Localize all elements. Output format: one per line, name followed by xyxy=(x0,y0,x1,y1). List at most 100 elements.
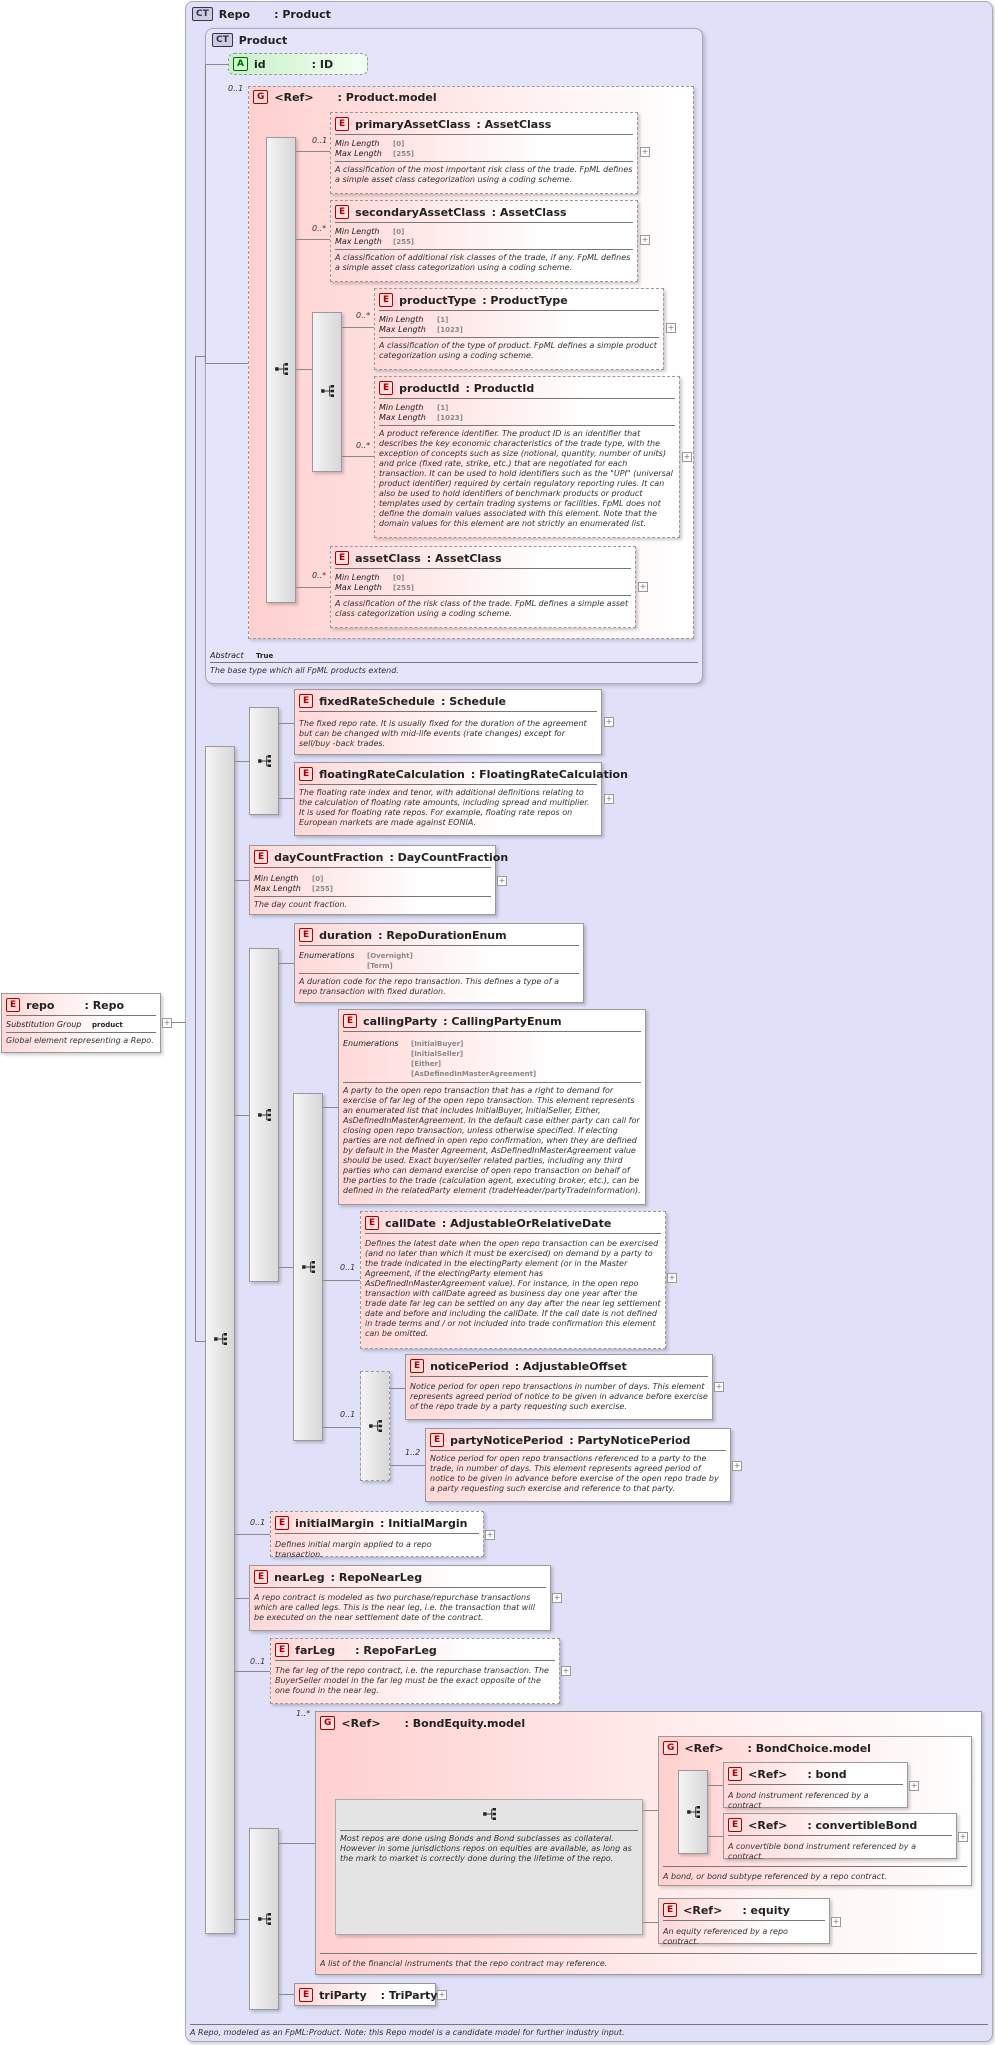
element-type: : AdjustableOffset xyxy=(514,1359,627,1373)
element-type: : AssetClass xyxy=(476,117,552,131)
abstract-label: Abstract xyxy=(210,651,244,660)
element-doc: An equity referenced by a repo contract. xyxy=(663,1927,788,1946)
bond-choice-model-group[interactable]: G <Ref> : BondChoice.model A bond, or bo… xyxy=(658,1736,972,1886)
element-type: : Repo xyxy=(84,998,125,1012)
facet-label: Min Length xyxy=(379,403,424,412)
attribute-badge: A xyxy=(233,57,248,71)
facet-value: [1] xyxy=(437,404,449,412)
calling-sequence-compositor xyxy=(293,1093,323,1441)
expand-button[interactable]: + xyxy=(667,1273,677,1283)
occurrence-label: 0..* xyxy=(356,441,371,450)
expand-button[interactable]: + xyxy=(561,1666,571,1676)
element-badge: E xyxy=(6,998,21,1012)
element-doc: A convertible bond instrument referenced… xyxy=(728,1842,916,1861)
occurrence-label: 0..* xyxy=(312,224,327,233)
type-name: Product xyxy=(238,33,288,47)
expand-button[interactable]: + xyxy=(604,717,614,727)
sequence-icon xyxy=(275,363,288,375)
facet-label: Min Length xyxy=(335,227,380,236)
element-type: : RepoNearLeg xyxy=(330,1570,423,1584)
element-doc: A classification of the most important r… xyxy=(335,165,633,184)
expand-button[interactable]: + xyxy=(604,794,614,804)
facet-value: [0] xyxy=(393,228,405,236)
expand-button[interactable]: + xyxy=(666,323,676,333)
expand-button[interactable]: + xyxy=(831,1917,841,1927)
expand-button[interactable]: + xyxy=(552,1593,562,1603)
element-type: : FloatingRateCalculation xyxy=(470,767,628,781)
element-badge: E xyxy=(379,381,394,395)
expand-button[interactable]: + xyxy=(714,1382,724,1392)
facet-label: Substitution Group xyxy=(6,1020,82,1029)
element-doc: A repo contract is modeled as two purcha… xyxy=(254,1593,535,1622)
facet-label: Max Length xyxy=(254,884,301,893)
occurrence-label: 0..1 xyxy=(228,84,244,93)
sequence-icon xyxy=(369,1420,382,1432)
element-doc: Notice period for open repo transactions… xyxy=(410,1382,708,1411)
element-name: fixedRateSchedule xyxy=(319,694,436,708)
facet-label: Min Length xyxy=(335,573,380,582)
group-name: : Product.model xyxy=(337,90,437,104)
expand-button[interactable]: + xyxy=(437,1990,447,2000)
group-name: : BondEquity.model xyxy=(404,1716,526,1730)
expand-button[interactable]: + xyxy=(640,235,650,245)
choice-compositor xyxy=(312,312,342,472)
enum-value: [InitialSeller] xyxy=(411,1050,464,1058)
equity-element[interactable]: E<Ref>: equity An equity referenced by a… xyxy=(658,1898,830,1946)
expand-button[interactable]: + xyxy=(162,1018,172,1028)
element-ref: <Ref> xyxy=(748,1767,788,1781)
collateral-choice-compositor xyxy=(249,1828,279,2010)
element-badge: E xyxy=(430,1433,445,1447)
expand-button[interactable]: + xyxy=(638,582,648,592)
facet-label: Min Length xyxy=(379,315,424,324)
expand-button[interactable]: + xyxy=(682,452,692,462)
group-ref: <Ref> xyxy=(684,1741,724,1755)
expand-button[interactable]: + xyxy=(485,1530,495,1540)
expand-button[interactable]: + xyxy=(958,1832,968,1842)
id-attribute[interactable]: A id : ID xyxy=(228,53,368,75)
occurrence-label: 0..1 xyxy=(250,1518,266,1527)
facet-label: Min Length xyxy=(335,139,380,148)
expand-button[interactable]: + xyxy=(640,147,650,157)
element-name: triParty xyxy=(319,1988,367,2002)
abstract-value: True xyxy=(256,652,274,660)
group-ref: <Ref> xyxy=(274,90,314,104)
element-badge: E xyxy=(299,928,314,942)
bond-element[interactable]: E<Ref>: bond A bond instrument reference… xyxy=(723,1762,908,1810)
sequence-icon xyxy=(214,1333,227,1345)
group-name: : BondChoice.model xyxy=(747,1741,871,1755)
facet-value: [0] xyxy=(393,140,405,148)
element-badge: E xyxy=(335,551,350,565)
complex-type-badge: CT xyxy=(192,7,213,21)
expand-button[interactable]: + xyxy=(732,1461,742,1471)
element-name: repo xyxy=(26,998,55,1012)
convertible-bond-element[interactable]: E<Ref>: convertibleBond A convertible bo… xyxy=(723,1813,957,1861)
element-type: : CallingPartyEnum xyxy=(443,1014,562,1028)
element-name: callDate xyxy=(385,1216,436,1230)
element-doc: A duration code for the repo transaction… xyxy=(299,977,560,996)
expand-button[interactable]: + xyxy=(497,876,507,886)
facet-label: Enumerations xyxy=(343,1039,399,1048)
element-name: duration xyxy=(319,928,373,942)
element-badge: E xyxy=(254,850,269,864)
expand-button[interactable]: + xyxy=(909,1781,919,1791)
element-doc: Global element representing a Repo. xyxy=(6,1036,154,1045)
element-doc: A classification of the type of product.… xyxy=(379,341,657,360)
